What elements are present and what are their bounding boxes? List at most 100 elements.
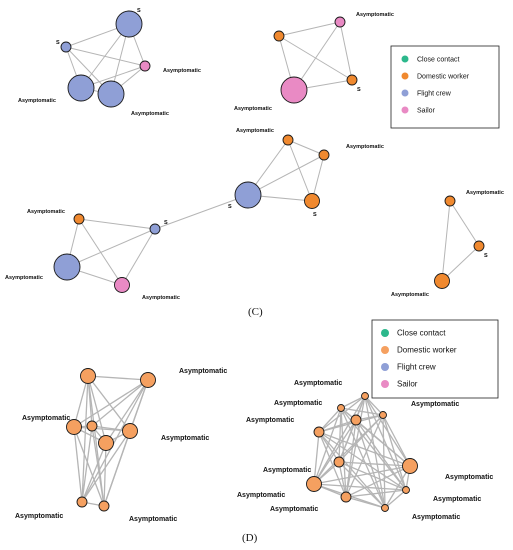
node-label-c3-h: Asymptomatic [142, 295, 180, 301]
node-d2-g [306, 476, 322, 492]
edge-c2-b-d [293, 21, 341, 91]
legend-box-d [371, 319, 499, 399]
labels-layer: SSAsymptomaticAsymptomaticAsymptomaticAs… [5, 8, 504, 523]
edge-d2-d-k [318, 419, 357, 433]
node-label-c1-c: Asymptomatic [163, 68, 201, 74]
node-c3-a [282, 134, 294, 146]
legend-swatch-close_contact [401, 55, 409, 63]
edge-d2-b-f [382, 414, 411, 467]
legend-swatch-domestic_worker [401, 72, 409, 80]
edge-c4-a-c [441, 200, 451, 282]
node-c4-c [434, 273, 450, 289]
node-d2-b [379, 411, 387, 419]
node-label-c1-e: Asymptomatic [131, 111, 169, 117]
node-c4-b [473, 240, 485, 252]
edge-d1-d-h [91, 425, 105, 507]
node-c1-e [97, 80, 125, 108]
legend-swatch-close_contact [381, 329, 389, 337]
legend-label-close_contact: Close contact [397, 329, 446, 338]
node-d2-i [402, 486, 410, 494]
node-label-d2-c: Asymptomatic [274, 400, 322, 407]
edge-d2-f-k [355, 419, 411, 467]
edge-d2-a-i [364, 395, 407, 491]
node-label-c2-c: S [357, 87, 361, 93]
legend-label-sailor: Sailor [417, 108, 436, 115]
node-label-c3-c: S [228, 204, 232, 210]
node-label-c3-d: S [313, 212, 317, 218]
node-label-d2-a: Asymptomatic [294, 380, 342, 387]
edge-d2-h-j [345, 496, 386, 509]
edge-d1-b-c [73, 379, 149, 428]
node-c3-g [53, 253, 81, 281]
node-d2-e [333, 456, 345, 468]
node-c1-c [139, 60, 151, 72]
edge-c3-e-g [66, 228, 156, 268]
legend-swatch-sailor [381, 380, 389, 388]
edge-d2-h-i [345, 489, 407, 498]
edge-c3-a-d [287, 139, 313, 202]
edge-d2-e-h [338, 461, 347, 498]
edge-d1-f-h [103, 430, 131, 507]
node-d1-b [140, 372, 156, 388]
node-label-c3-g: Asymptomatic [5, 275, 43, 281]
edge-c2-b-c [339, 21, 353, 81]
node-label-c1-d: Asymptomatic [18, 98, 56, 104]
panel-label-d: (D) [242, 532, 258, 544]
node-d1-f [122, 423, 138, 439]
node-c2-d [280, 76, 308, 104]
edge-d1-b-d [91, 379, 149, 427]
edge-d2-d-g [313, 431, 320, 485]
legend-label-domestic_worker_d: Domestic worker [397, 346, 457, 355]
node-c2-a [273, 30, 285, 42]
node-d2-h [340, 491, 352, 503]
edge-d2-a-h [345, 395, 366, 498]
edge-c3-e-f [78, 218, 156, 230]
node-label-c4-a: Asymptomatic [466, 190, 504, 196]
edge-d2-c-j [340, 407, 386, 509]
node-c3-h [114, 277, 130, 293]
legend-swatch-flight_crew [381, 363, 389, 371]
node-c3-f [73, 213, 85, 225]
edge-d2-d-f [318, 431, 411, 467]
edge-d1-f-g [81, 430, 131, 503]
node-label-c4-b: S [484, 253, 488, 259]
edge-d1-c-g [73, 426, 83, 503]
node-d1-e [98, 435, 114, 451]
edges-layer [65, 21, 480, 509]
edge-d1-a-g [81, 375, 89, 503]
edge-d2-a-c [340, 395, 366, 409]
node-label-d2-i: Asymptomatic [433, 496, 481, 503]
node-label-c3-b: Asymptomatic [346, 144, 384, 150]
legend-label-domestic_worker: Domestic worker [417, 74, 470, 81]
legend-swatch-flight_crew [401, 89, 409, 97]
node-d1-d [86, 420, 98, 432]
node-d2-f [402, 458, 418, 474]
node-label-c3-e: S [164, 220, 168, 226]
edge-c3-a-b [287, 139, 325, 156]
edge-d2-c-g [313, 407, 342, 485]
node-d2-k [350, 414, 362, 426]
node-label-c4-c: Asymptomatic [391, 292, 429, 298]
edge-d2-a-b [364, 395, 384, 416]
node-label-c2-d: Asymptomatic [234, 106, 272, 112]
edge-d2-f-g [313, 465, 411, 485]
node-label-d1-h: Asymptomatic [129, 516, 177, 523]
legend-swatch-domestic_worker_d [381, 346, 389, 354]
edge-d1-a-c [73, 375, 89, 428]
edge-c4-a-b [449, 200, 480, 247]
node-label-c2-b: Asymptomatic [356, 12, 394, 18]
edge-d2-d-e [318, 431, 340, 463]
node-label-d2-e: Asymptomatic [263, 467, 311, 474]
node-d2-j [381, 504, 389, 512]
edge-c2-a-b [278, 21, 341, 37]
edge-d2-h-k [345, 419, 357, 498]
node-d1-h [98, 500, 110, 512]
nodes-layer [53, 10, 485, 512]
panel-label-c: (C) [248, 306, 263, 318]
node-label-d2-b: Asymptomatic [411, 401, 459, 408]
legend-label-flight_crew: Flight crew [397, 363, 436, 372]
node-c3-d [304, 193, 320, 209]
node-d1-c [66, 419, 82, 435]
